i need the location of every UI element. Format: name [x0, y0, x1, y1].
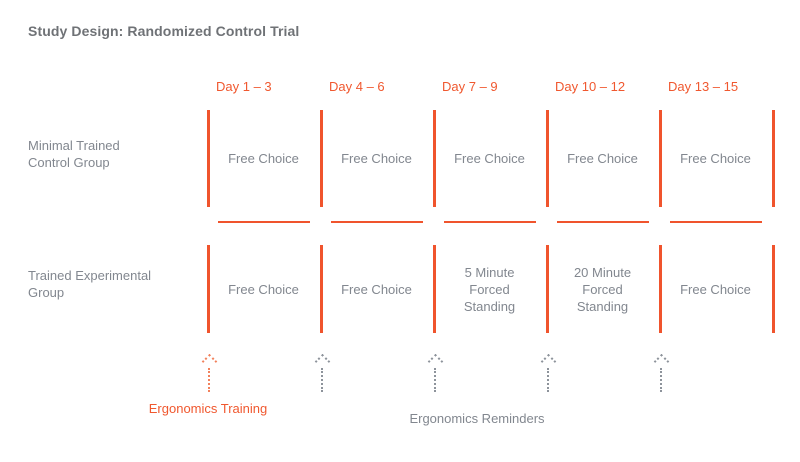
grid-vertical-line	[320, 245, 323, 333]
experimental-cell-day4-6: Free Choice	[320, 245, 433, 333]
reminder-up-arrow-icon	[314, 353, 330, 394]
day-label-5: Day 13 – 15	[668, 79, 739, 94]
cell-text: Free Choice	[341, 281, 412, 297]
chevron-up-icon	[201, 353, 217, 370]
chevron-up-icon	[653, 353, 669, 370]
row-separator-line	[218, 221, 310, 223]
cell-text: Free Choice	[228, 281, 299, 297]
day-label-2: Day 4 – 6	[329, 79, 385, 94]
cell-text: 20 Minute Forced Standing	[573, 264, 632, 314]
control-cell-day7-9: Free Choice	[433, 110, 546, 207]
row-separator-line	[331, 221, 423, 223]
row-separator-line	[444, 221, 536, 223]
cell-text: Free Choice	[680, 151, 751, 166]
dotted-stem	[208, 368, 210, 392]
experimental-cell-day10-12: 20 Minute Forced Standing	[546, 245, 659, 333]
day-label-1: Day 1 – 3	[216, 79, 272, 94]
grid-vertical-line	[772, 110, 775, 207]
cell-text: 5 Minute Forced Standing	[463, 264, 516, 314]
grid-vertical-line	[433, 245, 436, 333]
dotted-stem	[434, 368, 436, 392]
chevron-up-icon	[540, 353, 556, 370]
cell-text: Free Choice	[228, 151, 299, 166]
ergonomics-training-up-arrow-icon	[201, 353, 217, 394]
cell-text: Free Choice	[454, 151, 525, 166]
grid-vertical-line	[546, 110, 549, 207]
experimental-cell-day1-3: Free Choice	[207, 245, 320, 333]
grid-vertical-line	[772, 245, 775, 333]
grid-vertical-line	[207, 110, 210, 207]
dotted-stem	[321, 368, 323, 392]
cell-text: Free Choice	[341, 151, 412, 166]
dotted-stem	[660, 368, 662, 392]
cell-text: Free Choice	[680, 281, 751, 297]
grid-vertical-line	[659, 110, 662, 207]
reminder-up-arrow-icon	[653, 353, 669, 394]
experimental-cell-day7-9: 5 Minute Forced Standing	[433, 245, 546, 333]
grid-vertical-line	[659, 245, 662, 333]
ergonomics-training-label: Ergonomics Training	[148, 401, 268, 416]
grid-vertical-line	[433, 110, 436, 207]
control-cell-day10-12: Free Choice	[546, 110, 659, 207]
grid-vertical-line	[207, 245, 210, 333]
cell-text: Free Choice	[567, 151, 638, 166]
reminder-up-arrow-icon	[427, 353, 443, 394]
dotted-stem	[547, 368, 549, 392]
experimental-group-label: Trained Experimental Group	[28, 268, 152, 300]
reminder-up-arrow-icon	[540, 353, 556, 394]
day-label-3: Day 7 – 9	[442, 79, 498, 94]
grid-vertical-line	[546, 245, 549, 333]
chevron-up-icon	[427, 353, 443, 370]
page-title: Study Design: Randomized Control Trial	[28, 23, 300, 39]
experimental-cell-day13-15: Free Choice	[659, 245, 772, 333]
chevron-up-icon	[314, 353, 330, 370]
grid-vertical-line	[320, 110, 323, 207]
control-group-label: Minimal Trained Control Group	[28, 138, 120, 170]
day-label-4: Day 10 – 12	[555, 79, 626, 94]
control-cell-day4-6: Free Choice	[320, 110, 433, 207]
control-cell-day1-3: Free Choice	[207, 110, 320, 207]
ergonomics-reminders-label: Ergonomics Reminders	[409, 411, 545, 426]
row-separator-line	[670, 221, 762, 223]
row-separator-line	[557, 221, 649, 223]
control-cell-day13-15: Free Choice	[659, 110, 772, 207]
